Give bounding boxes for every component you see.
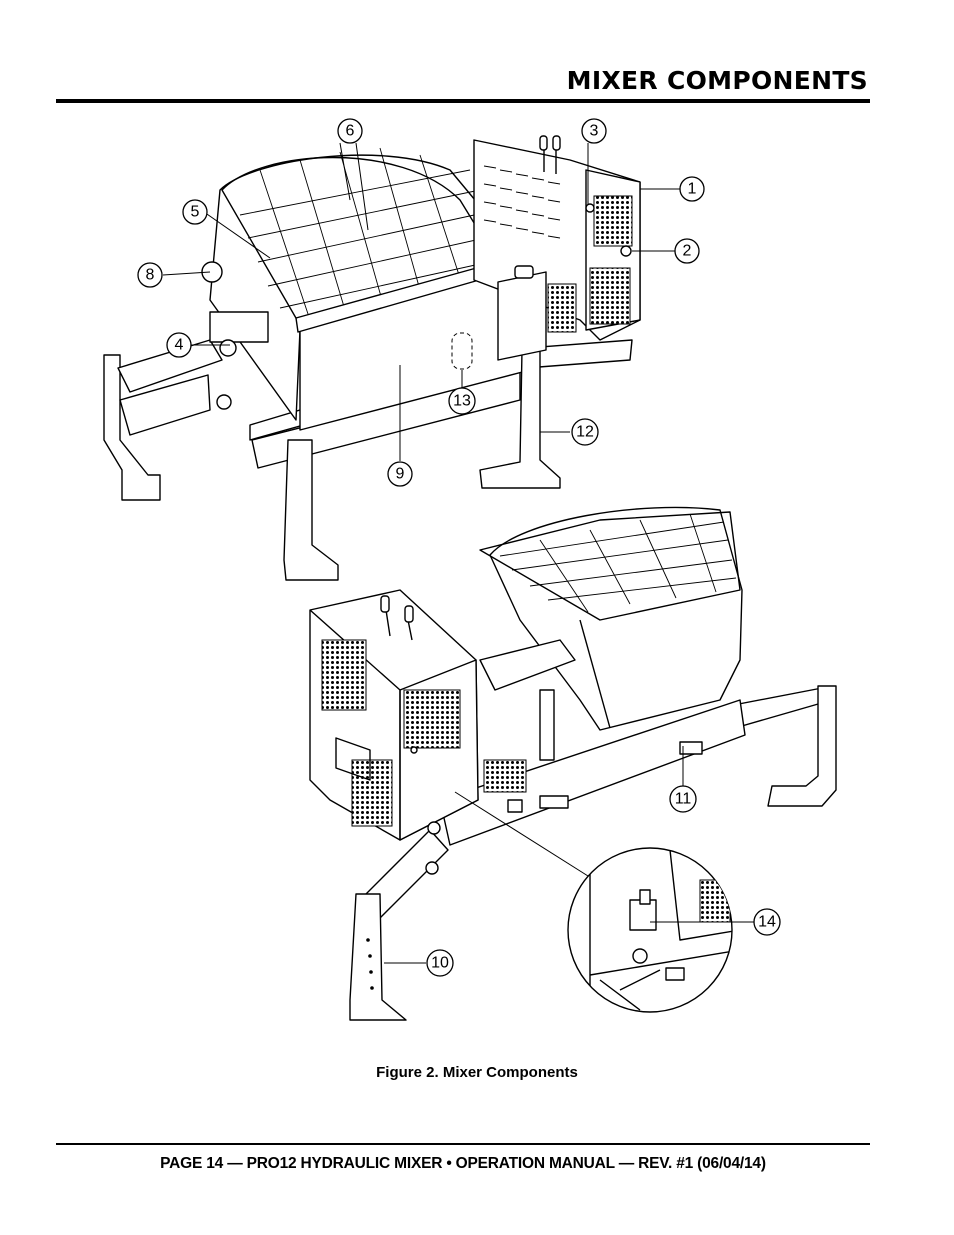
callout-10: 10 <box>426 949 454 977</box>
mixer-front-view <box>103 135 641 581</box>
header-rule <box>56 99 870 103</box>
callout-14: 14 <box>753 908 781 936</box>
page-title: MIXER COMPONENTS <box>566 66 868 95</box>
svg-text:6: 6 <box>346 123 355 140</box>
callout-6: 6 <box>337 118 363 144</box>
svg-text:9: 9 <box>396 466 405 483</box>
page-footer: PAGE 14 — PRO12 HYDRAULIC MIXER • OPERAT… <box>160 1155 766 1172</box>
callout-11: 11 <box>669 785 697 813</box>
footer-rule <box>56 1143 870 1145</box>
callout-3: 3 <box>581 118 607 144</box>
leader-lines <box>162 142 754 964</box>
mixer-rear-view <box>309 506 837 1021</box>
svg-text:11: 11 <box>675 791 692 808</box>
callout-8: 8 <box>137 262 163 288</box>
svg-text:13: 13 <box>453 393 471 410</box>
svg-text:3: 3 <box>590 123 599 140</box>
callout-13: 13 <box>448 387 476 415</box>
mixer-components-figure: 1 2 3 4 5 6 8 9 10 11 12 13 14 <box>0 110 954 1030</box>
svg-text:5: 5 <box>191 204 200 221</box>
svg-text:8: 8 <box>146 267 155 284</box>
svg-text:10: 10 <box>431 955 449 972</box>
svg-text:2: 2 <box>683 243 692 260</box>
callout-5: 5 <box>182 199 208 225</box>
svg-text:12: 12 <box>576 424 594 441</box>
svg-text:14: 14 <box>758 914 776 931</box>
callout-9: 9 <box>387 461 413 487</box>
callout-4: 4 <box>166 332 192 358</box>
callout-2: 2 <box>674 238 700 264</box>
svg-text:1: 1 <box>688 181 697 198</box>
svg-text:4: 4 <box>175 337 184 354</box>
detail-inset <box>454 791 733 1013</box>
figure-caption: Figure 2. Mixer Components <box>376 1064 578 1081</box>
callout-1: 1 <box>679 176 705 202</box>
callout-12: 12 <box>571 418 599 446</box>
